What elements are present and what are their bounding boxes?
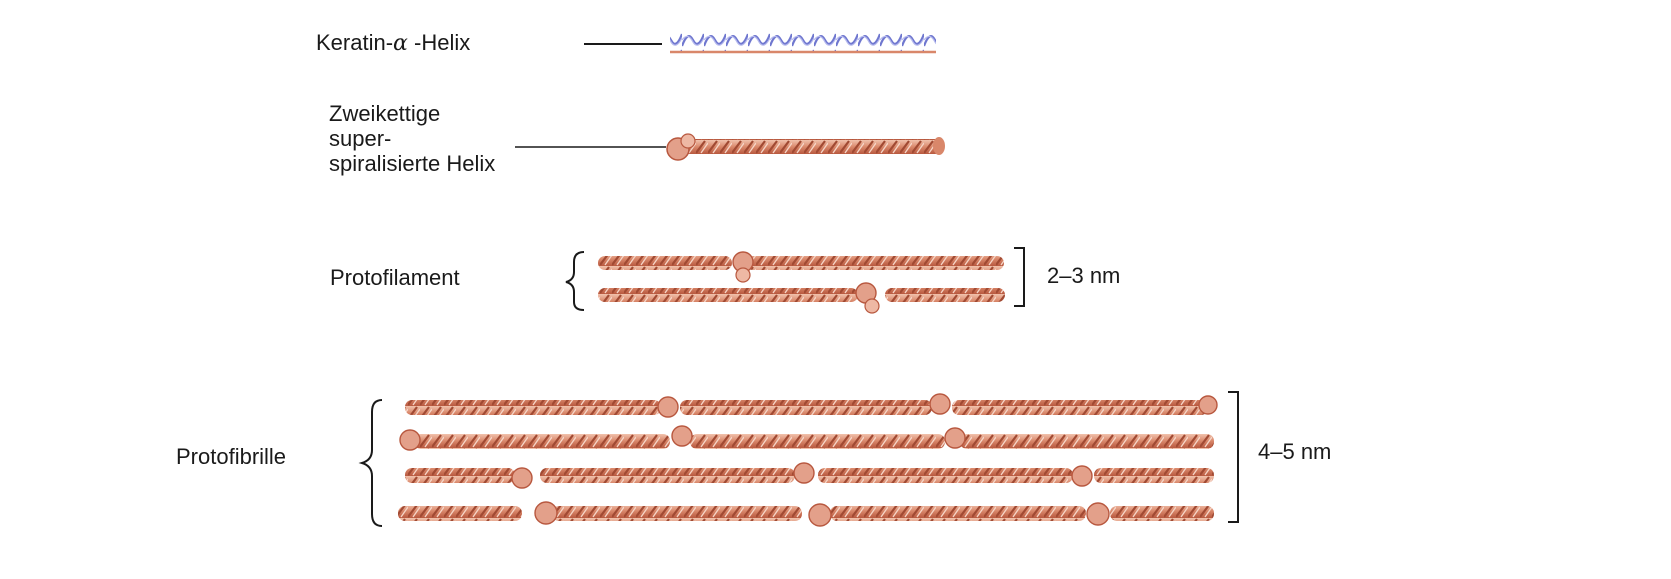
protofibrille-row1-seg2 — [680, 400, 932, 415]
keratin-label-greek: α — [393, 31, 408, 56]
protofibrille-dimension: 4–5 nm — [1258, 439, 1332, 464]
protofibrille-row2-head3 — [944, 427, 966, 449]
protofilament-strand-2a — [598, 288, 858, 302]
protofibrille-row2-seg2 — [690, 434, 945, 449]
keratin-alpha-helix-label: Keratin-α -Helix — [316, 30, 470, 57]
protofilament-head-2b — [864, 298, 880, 314]
protofibrille-row3-head1 — [511, 467, 533, 489]
keratin-helix-ribbon — [670, 33, 936, 51]
protofilament-right-bracket — [1014, 247, 1025, 307]
protofibrille-row2-seg3 — [960, 434, 1214, 449]
protofilament-group — [565, 247, 1025, 314]
protofibrille-row4-head2 — [808, 503, 832, 527]
protofilament-dimension: 2–3 nm — [1047, 263, 1121, 288]
protofibrille-row4-head1 — [534, 501, 558, 525]
protofilament-strand-2b — [885, 288, 1005, 302]
protofibrille-row3-head3 — [1071, 465, 1093, 487]
protofilament-label: Protofilament — [330, 265, 460, 290]
coiled-coil-tail — [933, 137, 945, 155]
protofibrille-row4-seg3 — [830, 506, 1086, 521]
protofibrille-row3-seg2 — [540, 468, 795, 483]
protofibrille-row3-seg1 — [405, 468, 515, 483]
protofibrille-row3-seg3 — [818, 468, 1073, 483]
protofibrille-row1-head3 — [1198, 395, 1218, 415]
protofibrille-right-bracket — [1228, 391, 1239, 523]
protofilament-strand-1b — [746, 256, 1004, 270]
protofibrille-group — [358, 391, 1239, 527]
coiled-coil-head-2 — [680, 133, 696, 149]
protofibrille-row1-head2 — [929, 393, 951, 415]
keratin-helix-group — [584, 33, 936, 54]
protofibrille-row2-head1 — [399, 429, 421, 451]
coiled-coil-rope — [672, 139, 942, 154]
keratin-label-suffix: -Helix — [407, 30, 471, 55]
protofibrille-row4-seg4 — [1110, 506, 1214, 521]
protofibrille-label: Protofibrille — [176, 444, 287, 469]
protofibrille-row4-seg2 — [552, 506, 802, 521]
protofibrille-row3-seg4 — [1094, 468, 1214, 483]
protofibrille-left-brace — [358, 399, 383, 527]
protofibrille-row2-head2 — [671, 425, 693, 447]
protofibrille-row1-head1 — [657, 396, 679, 418]
protofibrille-row3-head2 — [793, 462, 815, 484]
protofilament-left-brace — [565, 251, 585, 311]
protofibrille-row1-seg3 — [952, 400, 1208, 415]
coiled-coil-group — [515, 133, 945, 161]
protofilament-head-1b — [735, 267, 751, 283]
keratin-label-prefix: Keratin- — [316, 30, 394, 55]
protofibrille-row4-seg1 — [398, 506, 522, 521]
protofibrille-row2-seg1 — [414, 434, 670, 449]
coiled-coil-label: Zweikettige super- spiralisierte Helix — [329, 101, 496, 176]
protofibrille-row4-head3 — [1086, 502, 1110, 526]
protofibrille-row1-seg1 — [405, 400, 661, 415]
protofilament-strand-1a — [598, 256, 732, 270]
